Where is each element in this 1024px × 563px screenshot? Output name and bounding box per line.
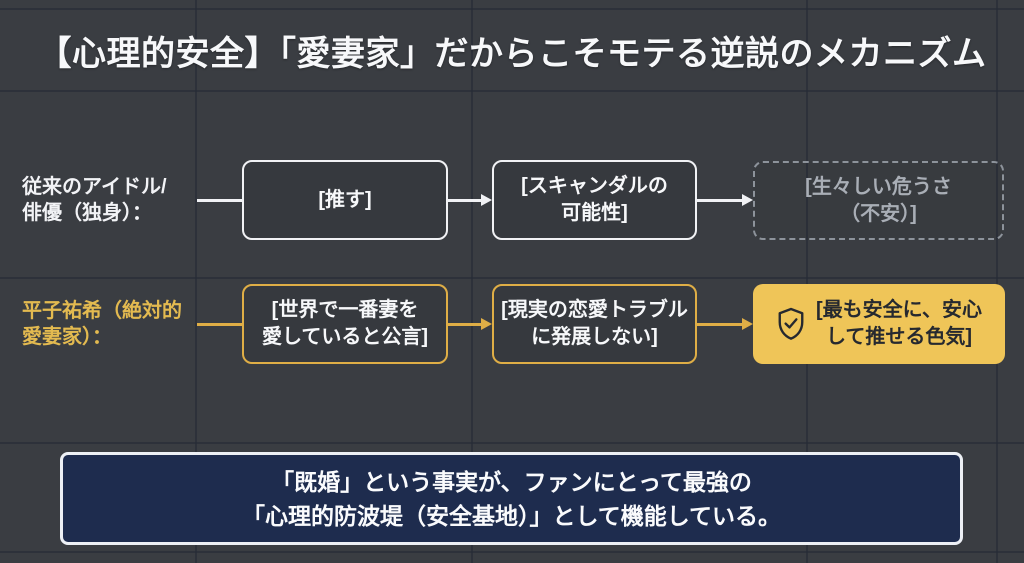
grid-line (195, 0, 197, 563)
grid-line (0, 277, 1024, 279)
node-text: [最も安全に、安心 (815, 299, 983, 321)
node-text: 愛していると公言] (261, 326, 429, 348)
connector-line (197, 323, 242, 326)
node-text: [スキャンダルの (521, 175, 668, 197)
label-line: 平子祐希（絶対的 (22, 300, 182, 322)
grid-line (0, 90, 1024, 92)
grid-line (996, 0, 998, 563)
grid-line (806, 0, 808, 563)
slide-title: 【心理的安全】「愛妻家」だからこそモテる逆説のメカニズム (37, 35, 987, 73)
node-raw-uneasiness: [生々しい危うさ （不安）] (753, 161, 1004, 240)
grid-line (0, 551, 1024, 553)
arrow-line (448, 199, 482, 202)
node-text: [推す] (318, 188, 372, 211)
node-safest-appeal: [最も安全に、安心 して推せる色気] (753, 284, 1005, 364)
node-push-oshi: [推す] (242, 160, 448, 240)
label-line: 俳優（独身）： (22, 202, 152, 224)
node-scandal-possibility: [スキャンダルの 可能性] (492, 160, 697, 240)
arrow-head-icon (742, 318, 753, 330)
arrow-line (697, 323, 743, 326)
conclusion-line: 「既婚」という事実が、ファンにとって最強の (271, 468, 752, 495)
label-hirako-yuki: 平子祐希（絶対的 愛妻家）： (22, 298, 182, 350)
connector-line (197, 199, 242, 202)
arrow-line (697, 199, 743, 202)
arrow-head-icon (481, 194, 492, 206)
label-line: 従来のアイドル/ (22, 176, 167, 198)
conclusion-line: 「心理的防波堤（安全基地）」として機能している。 (241, 502, 782, 529)
node-no-real-love-trouble: [現実の恋愛トラブル に発展しない] (492, 284, 697, 364)
node-text: [世界で一番妻を (271, 299, 419, 321)
node-text: （不安）] (840, 202, 917, 225)
grid-line (471, 0, 473, 563)
arrow-head-icon (742, 194, 753, 206)
shield-check-icon (778, 307, 804, 340)
label-conventional-idol: 従来のアイドル/ 俳優（独身）： (22, 174, 167, 226)
node-text: [生々しい危うさ (805, 175, 952, 198)
label-line: 愛妻家）： (22, 326, 112, 348)
arrow-head-icon (481, 318, 492, 330)
node-text: 可能性] (561, 202, 628, 224)
conclusion-box: 「既婚」という事実が、ファンにとって最強の 「心理的防波堤（安全基地）」として機… (60, 452, 963, 545)
grid-line (0, 8, 1024, 10)
grid-line (0, 442, 1024, 444)
arrow-line (448, 323, 482, 326)
node-text: して推せる色気] (825, 326, 973, 348)
node-text: に発展しない] (531, 326, 658, 348)
node-text: [現実の恋愛トラブル (501, 299, 688, 321)
node-declares-love-for-wife: [世界で一番妻を 愛していると公言] (242, 284, 448, 364)
